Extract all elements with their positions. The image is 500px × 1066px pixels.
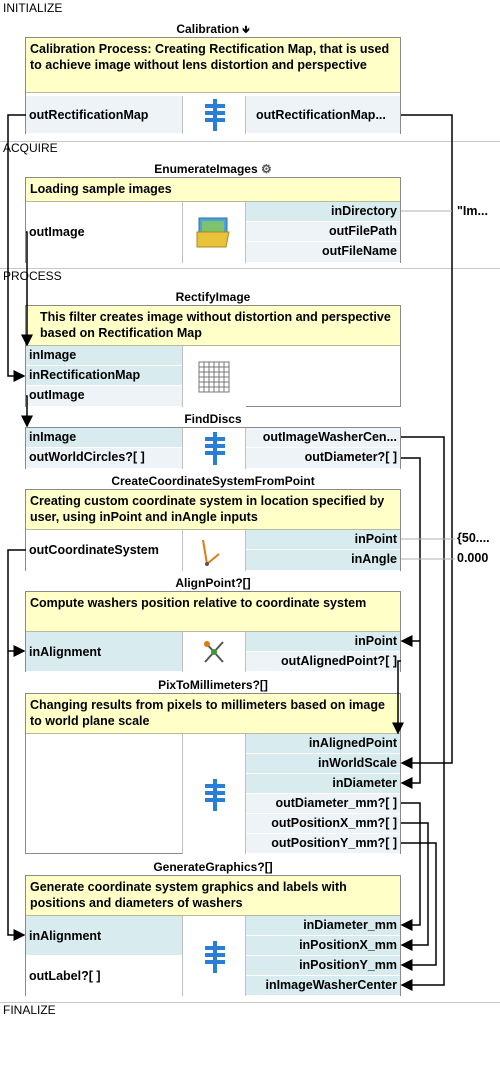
port-in-image-washer-center[interactable]: inImageWasherCenter xyxy=(246,976,400,996)
finddiscs-block[interactable]: inImage outWorldCircles?[ ] outImageWash… xyxy=(25,427,401,469)
input-value-point[interactable]: {50.... xyxy=(457,531,490,545)
wire-image xyxy=(21,231,33,347)
enumerate-description: Loading sample images xyxy=(26,178,400,202)
wire-rectification-map xyxy=(7,114,26,382)
port-out-rectification-map-2[interactable]: outRectificationMap... xyxy=(246,96,400,134)
port-out-file-name[interactable]: outFileName xyxy=(246,242,400,263)
section-divider xyxy=(0,141,500,142)
alignpoint-title[interactable]: AlignPoint?[] xyxy=(175,576,251,590)
wire-diameter-mm xyxy=(400,802,421,931)
enumerate-title[interactable]: EnumerateImages ⚙ xyxy=(26,162,400,176)
image-folder-icon xyxy=(182,202,246,263)
port-in-angle[interactable]: inAngle xyxy=(246,550,400,571)
section-initialize: INITIALIZE xyxy=(3,1,63,15)
wire-position-x-mm xyxy=(400,822,429,951)
calibration-description: Calibration Process: Creating Rectificat… xyxy=(26,38,400,93)
enumerate-title-text: EnumerateImages xyxy=(154,162,258,176)
wire-washer-center xyxy=(400,436,445,991)
calibration-title[interactable]: Calibration 🡻 xyxy=(26,22,400,38)
arrow-down-icon[interactable]: 🡻 xyxy=(242,25,250,36)
wire-alignment-2 xyxy=(7,651,26,941)
section-acquire: ACQUIRE xyxy=(3,141,58,155)
port-in-image[interactable]: inImage xyxy=(26,346,182,366)
wire-alignment xyxy=(7,549,26,657)
align-point-icon xyxy=(182,632,246,672)
port-in-diameter-mm[interactable]: inDiameter_mm xyxy=(246,916,400,936)
port-out-file-path[interactable]: outFilePath xyxy=(246,222,400,242)
section-divider xyxy=(0,1002,500,1003)
port-out-label[interactable]: outLabel?[ ] xyxy=(26,956,182,996)
rectify-block[interactable]: This filter creates image without distor… xyxy=(25,305,401,407)
coordsys-description: Creating custom coordinate system in loc… xyxy=(26,490,400,530)
coordinate-system-icon xyxy=(182,530,246,571)
enumerate-block[interactable]: Loading sample images outImage inDirecto… xyxy=(25,177,401,263)
pixtomm-block[interactable]: Changing results from pixels to millimet… xyxy=(25,693,401,854)
port-out-position-y-mm[interactable]: outPositionY_mm?[ ] xyxy=(246,834,400,854)
pixtomm-title[interactable]: PixToMillimeters?[] xyxy=(158,678,268,692)
port-out-diameter-mm[interactable]: outDiameter_mm?[ ] xyxy=(246,794,400,814)
port-out-image-washer-center[interactable]: outImageWasherCen... xyxy=(246,428,400,448)
wire-world-scale xyxy=(400,114,453,769)
port-in-position-y-mm[interactable]: inPositionY_mm xyxy=(246,956,400,976)
port-in-image[interactable]: inImage xyxy=(26,428,182,448)
graphics-description: Generate coordinate system graphics and … xyxy=(26,876,400,916)
coordsys-title[interactable]: CreateCoordinateSystemFromPoint xyxy=(111,474,315,488)
port-out-coordinate-system[interactable]: outCoordinateSystem xyxy=(26,530,182,571)
step-list-icon xyxy=(182,916,246,996)
rectify-title[interactable]: RectifyImage xyxy=(175,290,251,304)
port-out-rectification-map[interactable]: outRectificationMap xyxy=(26,96,182,134)
wire-rectified-image xyxy=(21,395,33,428)
alignpoint-description: Compute washers position relative to coo… xyxy=(26,592,400,632)
port-out-diameter[interactable]: outDiameter?[ ] xyxy=(246,448,400,469)
port-out-position-x-mm[interactable]: outPositionX_mm?[ ] xyxy=(246,814,400,834)
port-in-alignment[interactable]: inAlignment xyxy=(26,632,182,672)
gear-icon[interactable]: ⚙ xyxy=(260,162,272,176)
port-in-diameter[interactable]: inDiameter xyxy=(246,774,400,794)
port-in-rectification-map[interactable]: inRectificationMap xyxy=(26,366,182,386)
port-out-image[interactable]: outImage xyxy=(26,202,182,263)
step-list-icon xyxy=(182,428,246,469)
graphics-block[interactable]: Generate coordinate system graphics and … xyxy=(25,875,401,996)
port-in-aligned-point[interactable]: inAlignedPoint xyxy=(246,734,400,754)
port-in-world-scale[interactable]: inWorldScale xyxy=(246,754,400,774)
port-in-point[interactable]: inPoint xyxy=(246,530,400,550)
port-out-image[interactable]: outImage xyxy=(26,386,182,407)
pixtomm-description: Changing results from pixels to millimet… xyxy=(26,694,400,734)
section-divider xyxy=(0,268,500,269)
alignpoint-block[interactable]: Compute washers position relative to coo… xyxy=(25,591,401,672)
port-out-world-circles[interactable]: outWorldCircles?[ ] xyxy=(26,448,182,469)
section-process: PROCESS xyxy=(3,269,62,283)
wire-diameter xyxy=(400,457,421,789)
finddiscs-title[interactable]: FindDiscs xyxy=(184,412,242,426)
port-in-position-x-mm[interactable]: inPositionX_mm xyxy=(246,936,400,956)
input-value-angle[interactable]: 0.000 xyxy=(457,551,489,565)
port-out-aligned-point[interactable]: outAlignedPoint?[ ] xyxy=(246,652,400,672)
input-value-directory[interactable]: "Im... xyxy=(457,204,488,218)
grid-warp-icon xyxy=(182,346,246,407)
calibration-title-text: Calibration xyxy=(176,22,240,36)
port-in-directory[interactable]: inDirectory xyxy=(246,202,400,222)
graphics-title[interactable]: GenerateGraphics?[] xyxy=(153,860,273,874)
step-list-icon xyxy=(182,734,246,854)
port-in-alignment[interactable]: inAlignment xyxy=(26,916,182,956)
wire-position-y-mm xyxy=(400,842,437,971)
coordsys-block[interactable]: Creating custom coordinate system in loc… xyxy=(25,489,401,571)
step-list-icon xyxy=(182,96,246,134)
rectify-description: This filter creates image without distor… xyxy=(26,306,400,346)
port-in-point[interactable]: inPoint xyxy=(246,632,400,652)
wire-aligned-point xyxy=(392,660,404,735)
calibration-block[interactable]: Calibration Process: Creating Rectificat… xyxy=(25,37,401,134)
section-finalize: FINALIZE xyxy=(3,1003,56,1017)
